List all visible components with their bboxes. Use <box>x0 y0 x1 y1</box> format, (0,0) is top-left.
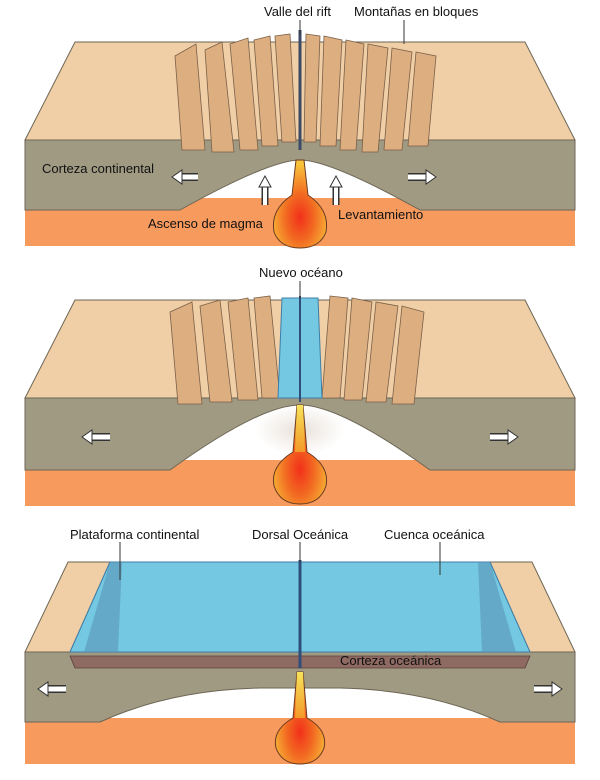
label-oceanic-crust: Corteza oceánica <box>340 653 442 668</box>
label-block-mountains: Montañas en bloques <box>354 4 479 19</box>
label-new-ocean: Nuevo océano <box>259 265 343 280</box>
label-uplift: Levantamiento <box>338 207 423 222</box>
arrow-right-3 <box>534 681 563 697</box>
fault-blocks-left-2 <box>169 295 281 405</box>
panel-2-new-ocean: Nuevo océano <box>24 265 576 506</box>
label-magma-rise: Ascenso de magma <box>148 216 264 231</box>
fault-blocks-right-2 <box>321 295 425 405</box>
label-continental-shelf: Plataforma continental <box>70 527 199 542</box>
panel-3-ocean-basin: Plataforma continental Dorsal Oceánica C… <box>24 527 576 765</box>
arrow-right-2 <box>490 429 519 445</box>
arrow-left-3 <box>37 681 66 697</box>
label-continental-crust: Corteza continental <box>42 161 154 176</box>
magma-plume <box>272 159 328 249</box>
fault-blocks-right <box>303 33 437 153</box>
arrow-up-right-1 <box>329 174 343 205</box>
panel-1-rift-valley: Valle del rift Montañas en bloques Corte… <box>24 4 576 249</box>
shelf-slope-right <box>478 562 516 652</box>
label-ocean-ridge: Dorsal Oceánica <box>252 527 349 542</box>
arrow-left-1 <box>171 169 198 185</box>
shelf-slope-left <box>84 562 122 652</box>
fault-blocks-left <box>174 33 297 153</box>
arrow-up-left-1 <box>258 174 272 205</box>
label-ocean-basin: Cuenca oceánica <box>384 527 485 542</box>
arrow-left-2 <box>81 429 110 445</box>
label-rift-valley: Valle del rift <box>264 4 331 19</box>
arrow-right-1 <box>408 169 437 185</box>
magma-plume-2 <box>272 404 328 505</box>
